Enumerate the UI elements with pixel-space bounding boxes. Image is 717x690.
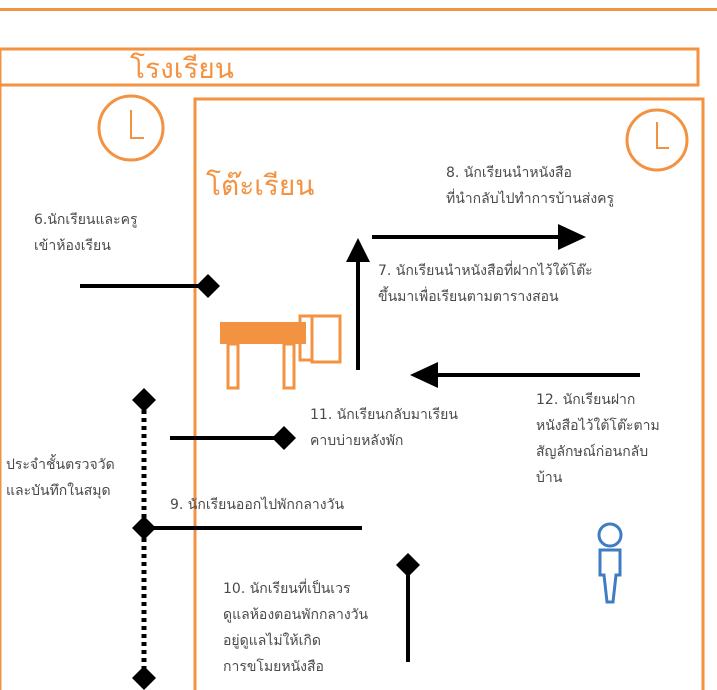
clock-icon: [97, 94, 165, 162]
step7-label: 7. นักเรียนนำหนังสือที่ฝากไว้ใต้โต๊ะ ขึ้…: [378, 263, 593, 305]
step6-diamond: [196, 274, 220, 298]
step11-label: 11. นักเรียนกลับมาเรียน คาบบ่ายหลังพัก: [310, 407, 458, 449]
step9-label: 9. นักเรียนออกไปพักกลางวัน: [170, 497, 345, 513]
monitor-label: ประจำชั้นตรวจวัด และบันทึกในสมุด: [6, 457, 115, 499]
clock-icon: [625, 108, 689, 172]
step11-diamond: [272, 426, 296, 450]
top-rule: [0, 8, 717, 11]
monitor-diamond-bottom: [132, 666, 156, 690]
step8-label: 8. นักเรียนนำหนังสือ ที่นำกลับไปทำการบ้า…: [446, 165, 615, 207]
step10-label: 10. นักเรียนที่เป็นเวร ดูแลห้องตอนพักกลา…: [223, 581, 369, 675]
monitor-diamond-top: [132, 388, 156, 412]
person-icon: [597, 522, 623, 604]
school-box: [0, 47, 700, 87]
desk-title: โต๊ะเรียน: [206, 169, 315, 202]
classroom-box: [193, 97, 705, 690]
school-title: โรงเรียน: [130, 52, 234, 85]
desk-icon: [220, 314, 342, 390]
step12-label: 12. นักเรียนฝาก หนังสือไว้ใต้โต๊ะตาม สัญ…: [536, 392, 660, 486]
step6-label: 6.นักเรียนและครู เข้าห้องเรียน: [34, 212, 138, 254]
